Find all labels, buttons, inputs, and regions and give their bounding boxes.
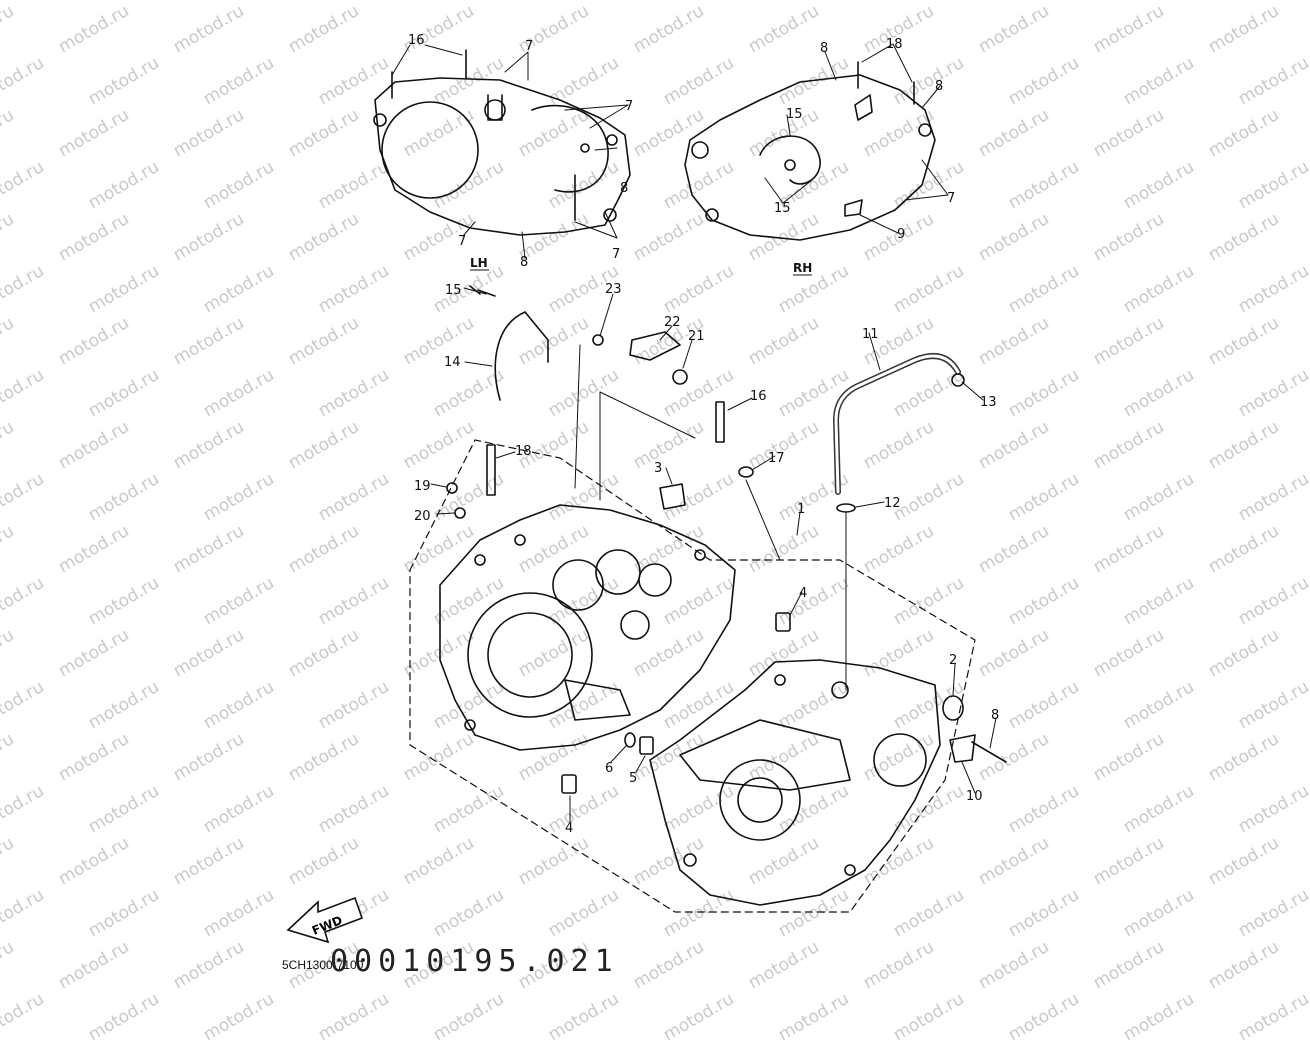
callout-8: 8 bbox=[991, 708, 999, 723]
washer-20 bbox=[454, 507, 466, 519]
callout-8: 8 bbox=[935, 79, 943, 94]
callout-22: 22 bbox=[664, 315, 681, 330]
callout-5: 5 bbox=[629, 771, 637, 786]
callout-13: 13 bbox=[980, 395, 997, 410]
callout-15: 15 bbox=[445, 283, 462, 298]
callout-3: 3 bbox=[654, 461, 662, 476]
callout-6: 6 bbox=[605, 761, 613, 776]
watermark-text: motod.ru bbox=[775, 989, 853, 1045]
rh-cover-gasket bbox=[684, 61, 936, 241]
callout-18: 18 bbox=[886, 37, 903, 52]
stud-18 bbox=[486, 444, 496, 496]
guide-10 bbox=[949, 734, 976, 763]
exploded-view-drawing: LH RH 16 7 7 7 7 8 8 8 18 8 15 15 7 9 15… bbox=[286, 33, 1007, 944]
callout-19: 19 bbox=[414, 479, 431, 494]
watermark-text: motod.ru bbox=[1005, 989, 1083, 1045]
side-label-rh: RH bbox=[793, 261, 812, 275]
dowel-17 bbox=[738, 466, 754, 478]
assembly-boundary bbox=[409, 439, 976, 913]
callout-8: 8 bbox=[820, 41, 828, 56]
callout-7: 7 bbox=[625, 99, 633, 114]
bolt-21 bbox=[672, 369, 688, 385]
callout-1: 1 bbox=[797, 502, 805, 517]
dowel-4a bbox=[775, 612, 791, 632]
callout-2: 2 bbox=[949, 653, 957, 668]
leader-lines bbox=[391, 43, 997, 823]
screw-15 bbox=[469, 285, 496, 297]
callout-8: 8 bbox=[520, 255, 528, 270]
callout-15: 15 bbox=[786, 107, 803, 122]
callout-4: 4 bbox=[565, 821, 573, 836]
o-ring-19 bbox=[446, 482, 458, 494]
callout-21: 21 bbox=[688, 329, 705, 344]
watermark-text: motod.ru bbox=[85, 989, 163, 1045]
watermark-text: motod.ru bbox=[1120, 989, 1198, 1045]
callout-11: 11 bbox=[862, 327, 879, 342]
callout-7: 7 bbox=[458, 234, 466, 249]
watermark-text: motod.ru bbox=[545, 989, 623, 1045]
bolt-23 bbox=[592, 334, 604, 346]
callout-9: 9 bbox=[897, 227, 905, 242]
callout-8: 8 bbox=[620, 181, 628, 196]
callout-16: 16 bbox=[408, 33, 425, 48]
part-number: 5CH1300-7100 bbox=[282, 958, 364, 972]
callout-7: 7 bbox=[947, 191, 955, 206]
callout-23: 23 bbox=[605, 282, 622, 297]
callout-4: 4 bbox=[799, 586, 807, 601]
hose-clip-12 bbox=[836, 503, 856, 513]
side-label-lh: LH bbox=[470, 256, 488, 270]
left-crankcase bbox=[439, 504, 736, 751]
watermark-text: motod.ru bbox=[430, 989, 508, 1045]
stud-16 bbox=[715, 401, 725, 443]
bolt-8 bbox=[971, 741, 1007, 763]
callout-16: 16 bbox=[750, 389, 767, 404]
callout-10: 10 bbox=[966, 789, 983, 804]
retaining-bracket bbox=[494, 311, 549, 401]
watermark-text: motod.ru bbox=[1235, 989, 1310, 1045]
watermark-text: motod.ru bbox=[660, 989, 738, 1045]
callout-14: 14 bbox=[444, 355, 461, 370]
watermark-text: motod.ru bbox=[200, 989, 278, 1045]
image-id: 00010195.021 bbox=[330, 944, 619, 979]
dowel-4b bbox=[561, 774, 577, 794]
dowel-5 bbox=[639, 736, 654, 755]
callout-15: 15 bbox=[774, 201, 791, 216]
callout-20: 20 bbox=[414, 509, 431, 524]
breather-hose bbox=[833, 353, 961, 495]
plate-22 bbox=[629, 331, 681, 361]
watermark-text: motod.ru bbox=[315, 989, 393, 1045]
oil-seal-2 bbox=[942, 695, 964, 721]
o-ring-6 bbox=[624, 732, 636, 748]
callout-12: 12 bbox=[884, 496, 901, 511]
callout-18: 18 bbox=[515, 444, 532, 459]
watermark-text: motod.ru bbox=[0, 989, 48, 1045]
callout-7: 7 bbox=[525, 39, 533, 54]
callout-7: 7 bbox=[612, 247, 620, 262]
hose-clip-13 bbox=[951, 373, 965, 387]
callouts: 16 7 7 7 7 8 8 8 18 8 15 15 7 9 15 14 23… bbox=[408, 33, 999, 836]
oil-seal-3 bbox=[659, 483, 686, 510]
fwd-arrow: FWD bbox=[286, 896, 364, 944]
callout-17: 17 bbox=[768, 451, 785, 466]
lh-cover-gasket bbox=[373, 49, 631, 236]
watermark-text: motod.ru bbox=[890, 989, 968, 1045]
right-crankcase bbox=[649, 659, 941, 906]
